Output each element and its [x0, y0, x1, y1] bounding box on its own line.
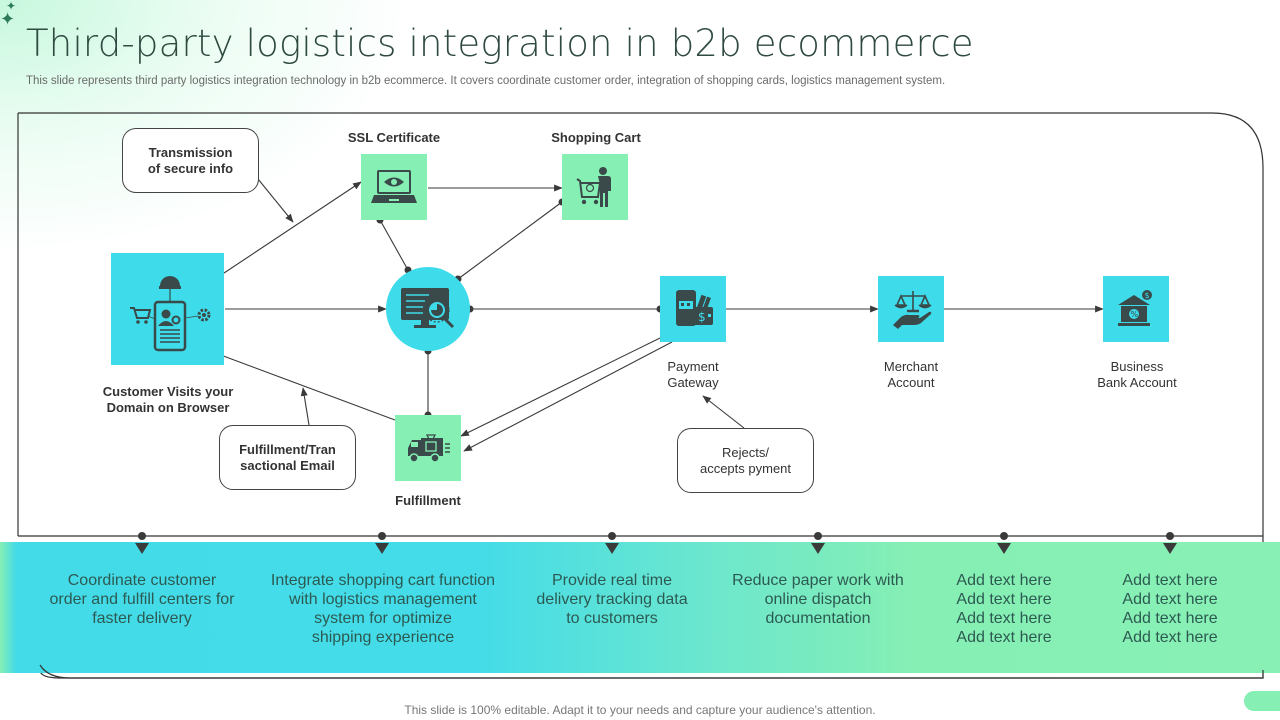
connector-customer-ssl	[211, 181, 362, 282]
benefit-line: shipping experience	[311, 629, 455, 646]
benefit-line: Provide real time	[551, 572, 673, 589]
benefit-line: to customers	[566, 610, 658, 627]
footer-note: This slide is 100% editable. Adapt it to…	[404, 703, 876, 717]
svg-text:%: %	[1131, 310, 1139, 319]
sparkle-small-icon: ✦	[6, 0, 17, 13]
benefit-line: delivery tracking data	[536, 591, 688, 608]
node-shopping-cart[interactable]	[562, 154, 628, 220]
connector-cart-hub	[457, 201, 563, 280]
svg-text:$: $	[698, 310, 706, 324]
benefit-line: documentation	[765, 610, 871, 627]
benefit-line: Add text here	[1122, 610, 1218, 627]
node-customer-label: Customer Visits your Domain on Browser	[102, 384, 234, 415]
connector-fulfillment-customer	[209, 350, 396, 421]
svg-text:$: $	[1145, 291, 1150, 300]
node-cart-label: Shopping Cart	[551, 130, 641, 145]
benefit-line: Add text here	[1122, 572, 1218, 589]
benefit-line: Add text here	[1122, 629, 1218, 646]
decorative-pill	[1244, 691, 1280, 711]
hand-scale-icon	[893, 291, 932, 329]
node-merchant-account[interactable]	[878, 276, 944, 342]
benefit-line: Add text here	[956, 591, 1052, 608]
monitor-analytics-icon	[401, 288, 455, 329]
connector-payment-fulfillment-2	[463, 341, 673, 452]
bank-coin-icon: $ %	[1118, 290, 1152, 326]
callout-rejects-accepts-payment: Rejects/accepts pyment	[677, 428, 814, 493]
benefit-6: Add text here Add text here Add text her…	[1122, 571, 1217, 647]
benefit-line: Reduce paper work with	[732, 572, 904, 589]
benefits-band	[0, 542, 1280, 673]
benefit-line: Integrate shopping cart function	[270, 572, 496, 589]
benefit-line: Add text here	[956, 629, 1052, 646]
phone-wallet-icon: $	[676, 290, 713, 326]
node-ssl-certificate[interactable]	[361, 154, 427, 220]
connector-payment-fulfillment-1	[460, 337, 661, 437]
node-logistics-hub[interactable]	[386, 267, 470, 351]
node-fulfillment[interactable]	[395, 415, 461, 481]
delivery-truck-icon	[408, 434, 450, 463]
node-ssl-label: SSL Certificate	[347, 130, 441, 145]
benefit-5: Add text here Add text here Add text her…	[956, 571, 1051, 647]
benefit-4: Reduce paper work with online dispatch d…	[732, 571, 904, 628]
laptop-eye-icon	[371, 170, 417, 203]
node-customer[interactable]	[111, 253, 224, 365]
benefit-line: with logistics management	[289, 591, 477, 608]
mobile-user-commerce-icon	[129, 276, 210, 352]
connector-email-callout	[300, 387, 310, 426]
benefit-2: Integrate shopping cart function with lo…	[271, 571, 495, 647]
benefit-line: order and fulfill centers for	[49, 591, 235, 608]
benefit-line: faster delivery	[92, 610, 192, 627]
benefit-line: system for optimize	[314, 610, 452, 627]
node-merchant-label: Merchant Account	[883, 359, 939, 390]
benefit-line: online dispatch	[764, 591, 872, 608]
connector-rejects-callout	[702, 395, 745, 429]
connector-secure-callout	[257, 178, 294, 223]
person-cart-icon	[576, 167, 611, 207]
benefit-line: Coordinate customer	[67, 572, 217, 589]
node-payment-gateway[interactable]: $	[660, 276, 726, 342]
benefit-line: Add text here	[956, 610, 1052, 627]
node-payment-label: Payment Gateway	[667, 359, 719, 390]
page-title: Third-party logistics integration in b2b…	[26, 22, 974, 65]
node-bank-label: Business Bank Account	[1097, 359, 1177, 390]
benefit-line: Add text here	[1122, 591, 1218, 608]
sparkle-large-icon: ✦	[0, 9, 16, 29]
benefit-line: Add text here	[956, 572, 1052, 589]
node-fulfillment-label: Fulfillment	[395, 493, 461, 508]
connector-ssl-hub	[379, 219, 409, 271]
benefit-3: Provide real time delivery tracking data…	[536, 571, 687, 628]
node-business-bank-account[interactable]: $ %	[1103, 276, 1169, 342]
benefit-1: Coordinate customer order and fulfill ce…	[50, 571, 235, 628]
page-subtitle: This slide represents third party logist…	[26, 75, 946, 87]
